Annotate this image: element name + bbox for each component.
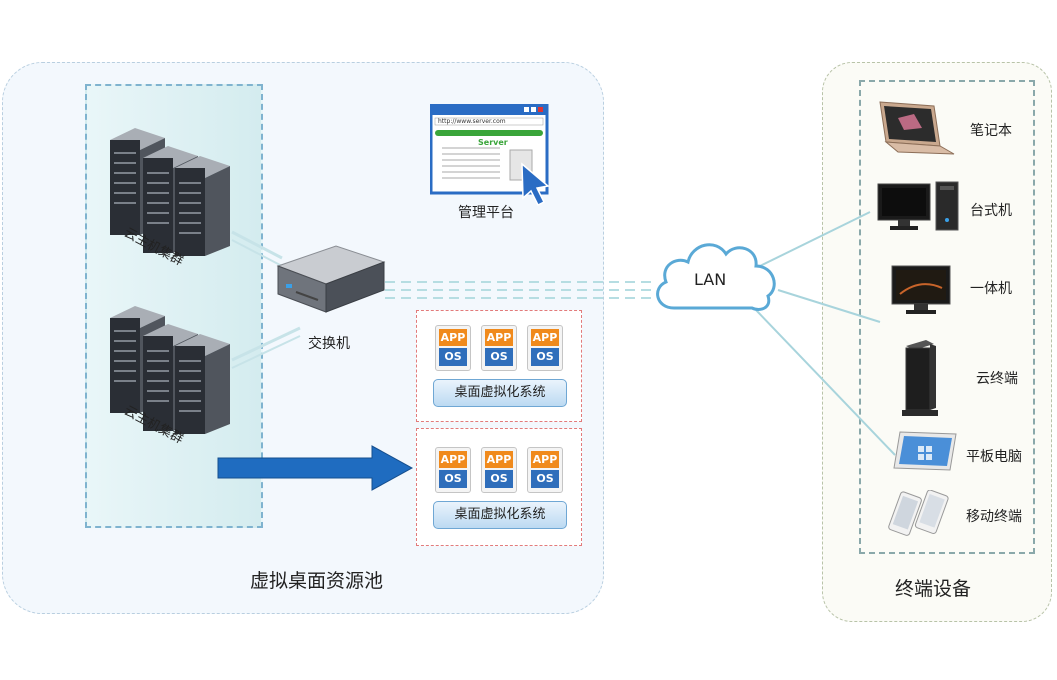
server-cluster-bottom (105, 306, 235, 436)
os-badge: OS (485, 470, 513, 488)
app-badge: APP (531, 451, 559, 468)
flow-arrow-icon (217, 445, 414, 491)
vd-system-box-1: APP OS APP OS APP OS 桌面虚拟化系统 (416, 310, 582, 422)
device-label-all-in-one: 一体机 (970, 281, 1012, 297)
link-lan-tablet (755, 309, 896, 456)
vd-system-box-2: APP OS APP OS APP OS 桌面虚拟化系统 (416, 428, 582, 546)
browser-url: http://www.server.com (438, 118, 506, 125)
thin-client-icon (898, 338, 942, 420)
management-platform-icon[interactable]: http://www.server.com Server (429, 103, 554, 212)
app-os-tile: APP OS (481, 447, 517, 493)
app-os-tile: APP OS (481, 325, 517, 371)
terminals-label: 终端设备 (895, 578, 972, 600)
os-badge: OS (439, 470, 467, 488)
switch-device (276, 244, 386, 314)
browser-server-text: Server (478, 138, 508, 147)
link-lan-desktop (759, 211, 871, 267)
link-lan-aio (777, 289, 881, 323)
app-os-tile: APP OS (527, 325, 563, 371)
server-rack-icon (110, 128, 230, 256)
all-in-one-icon (890, 264, 954, 316)
app-os-tile: APP OS (527, 447, 563, 493)
os-badge: OS (531, 348, 559, 366)
os-badge: OS (531, 470, 559, 488)
os-badge: OS (485, 348, 513, 366)
app-badge: APP (485, 451, 513, 468)
tablet-icon (892, 430, 958, 472)
os-badge: OS (439, 348, 467, 366)
switch-icon (276, 245, 386, 313)
device-label-desktop: 台式机 (970, 203, 1012, 219)
device-label-mobile: 移动终端 (966, 509, 1022, 525)
server-cluster-top (105, 128, 235, 258)
management-label: 管理平台 (458, 205, 514, 221)
device-label-thin-client: 云终端 (976, 371, 1018, 387)
laptop-icon (876, 100, 956, 158)
link-cluster-bottom-switch-2 (231, 335, 301, 369)
app-badge: APP (485, 329, 513, 346)
server-rack-icon (110, 306, 230, 434)
switch-label: 交换机 (308, 336, 350, 352)
vd-system-button[interactable]: 桌面虚拟化系统 (433, 379, 567, 407)
lan-label: LAN (694, 270, 727, 289)
app-badge: APP (439, 451, 467, 468)
link-cluster-bottom-switch (231, 326, 301, 362)
mobile-phone-icon (886, 489, 958, 538)
terminal-devices-list (859, 80, 1035, 554)
link-cluster-top-switch-2 (231, 239, 283, 267)
cloud-icon (656, 243, 776, 311)
lan-cloud: LAN (650, 232, 784, 320)
app-badge: APP (439, 329, 467, 346)
app-os-tile: APP OS (435, 325, 471, 371)
device-label-laptop: 笔记本 (970, 123, 1012, 139)
link-cluster-top-switch (231, 230, 283, 260)
app-badge: APP (531, 329, 559, 346)
device-label-tablet: 平板电脑 (966, 449, 1022, 465)
app-os-tile: APP OS (435, 447, 471, 493)
vd-system-button[interactable]: 桌面虚拟化系统 (433, 501, 567, 529)
pool-label: 虚拟桌面资源池 (250, 570, 384, 592)
desktop-icon (876, 180, 966, 234)
